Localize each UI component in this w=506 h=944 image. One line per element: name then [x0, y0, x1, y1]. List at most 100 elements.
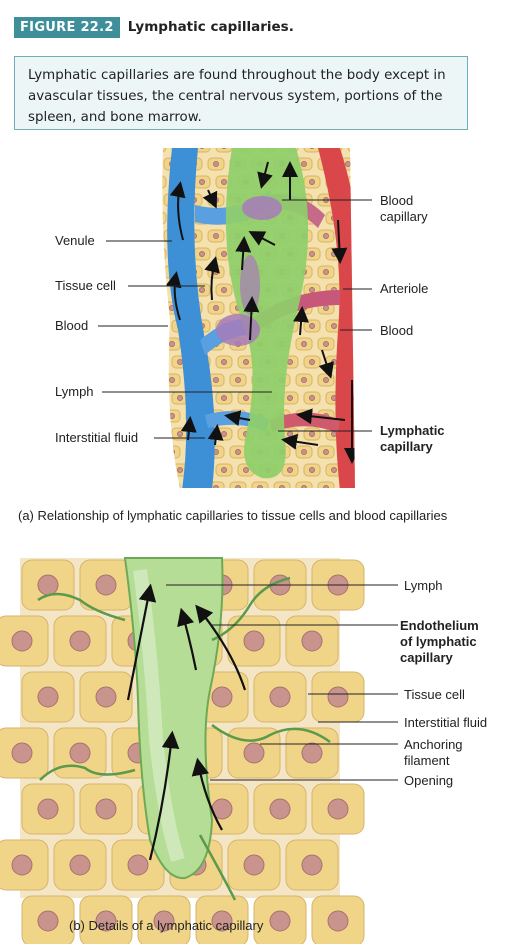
cell-nucleus	[177, 148, 183, 149]
cell-nucleus	[368, 414, 373, 419]
cell-nucleus	[11, 742, 33, 764]
cell-nucleus	[353, 395, 355, 401]
cell-nucleus	[221, 287, 227, 293]
cell-nucleus	[177, 467, 183, 473]
tissue-cell	[142, 338, 158, 350]
cell-nucleus	[148, 234, 153, 239]
cell-nucleus	[309, 323, 315, 329]
cell-nucleus	[213, 233, 219, 239]
cell-nucleus	[211, 910, 233, 932]
cell-nucleus	[323, 485, 329, 488]
tissue-cell	[362, 302, 378, 314]
tissue-cell	[142, 194, 158, 206]
tissue-cell	[162, 355, 167, 369]
cell-nucleus	[353, 431, 355, 437]
cell-nucleus	[331, 323, 337, 329]
cell-nucleus	[148, 486, 153, 491]
label-interstitial-fluid-b: Interstitial fluid	[404, 715, 488, 730]
cell-nucleus	[287, 395, 293, 401]
cell-nucleus	[213, 269, 219, 275]
cell-nucleus	[368, 486, 373, 491]
tissue-cell	[162, 463, 167, 477]
tissue-cell	[362, 446, 378, 458]
cell-nucleus	[323, 305, 329, 311]
cell-nucleus	[199, 287, 205, 293]
label-lymphatic-capillary-line2: capillary	[380, 439, 433, 454]
cell-nucleus	[156, 144, 161, 149]
cell-nucleus	[301, 630, 323, 652]
cell-nucleus	[213, 305, 219, 311]
cell-nucleus	[368, 270, 373, 275]
tissue-cell	[163, 445, 181, 459]
label-endothelium-line2: of lymphatic	[400, 634, 477, 649]
cell-nucleus	[309, 359, 315, 365]
cell-nucleus	[287, 148, 293, 149]
cell-nucleus	[37, 686, 59, 708]
cell-nucleus	[309, 431, 315, 437]
cell-nucleus	[148, 342, 153, 347]
cell-nucleus	[323, 341, 329, 347]
cell-nucleus	[331, 431, 337, 437]
cell-nucleus	[211, 686, 233, 708]
cell-nucleus	[279, 485, 285, 488]
cell-nucleus	[148, 198, 153, 203]
tissue-cell	[362, 230, 378, 242]
cell-nucleus	[235, 449, 241, 455]
cell-nucleus	[95, 574, 117, 596]
cell-nucleus	[199, 179, 205, 185]
cell-nucleus	[368, 306, 373, 311]
cell-nucleus	[199, 148, 205, 149]
tissue-cell	[362, 374, 378, 386]
cell-nucleus	[269, 686, 291, 708]
cell-nucleus	[37, 910, 59, 932]
cell-nucleus	[243, 467, 249, 473]
cell-nucleus	[309, 148, 315, 149]
tissue-cell	[142, 266, 158, 278]
caption-box: Lymphatic capillaries are found througho…	[14, 56, 468, 130]
cell-nucleus	[156, 288, 161, 293]
subcaption-b: (b) Details of a lymphatic capillary	[69, 918, 264, 933]
cell-nucleus	[69, 854, 91, 876]
cell-nucleus	[323, 233, 329, 239]
figure-number: FIGURE 22.2	[14, 16, 120, 38]
tissue-cell	[162, 148, 167, 153]
cell-nucleus	[331, 359, 337, 365]
cell-nucleus	[148, 270, 153, 275]
tissue-cell	[295, 481, 313, 488]
label-anchoring-line1: Anchoring	[404, 737, 463, 752]
cell-nucleus	[368, 450, 373, 455]
venule-vessel	[167, 148, 215, 488]
tissue-cell	[362, 266, 378, 278]
cell-nucleus	[301, 485, 307, 488]
cell-nucleus	[309, 251, 315, 257]
cell-nucleus	[368, 342, 373, 347]
cell-nucleus	[213, 485, 219, 488]
tissue-cell	[142, 446, 158, 458]
label-lymph-a: Lymph	[55, 384, 94, 399]
cell-nucleus	[243, 742, 265, 764]
tissue-cell	[142, 230, 158, 242]
cell-nucleus	[199, 251, 205, 257]
tissue-cell	[142, 158, 158, 170]
cell-nucleus	[309, 287, 315, 293]
cell-nucleus	[235, 485, 241, 488]
label-blood-left: Blood	[55, 318, 89, 333]
cell-nucleus	[353, 359, 355, 365]
cell-nucleus	[353, 179, 355, 185]
tissue-cell	[163, 481, 181, 488]
cell-nucleus	[156, 432, 161, 437]
cell-nucleus	[69, 630, 91, 652]
cell-nucleus	[309, 467, 315, 473]
cell-nucleus	[309, 179, 315, 185]
cell-nucleus	[235, 377, 241, 383]
label-interstitial-fluid-a: Interstitial fluid	[55, 430, 139, 445]
cell-nucleus	[169, 449, 175, 455]
cell-nucleus	[353, 148, 355, 149]
cell-nucleus	[327, 798, 349, 820]
cell-nucleus	[156, 180, 161, 185]
cell-nucleus	[243, 359, 249, 365]
cell-nucleus	[331, 148, 337, 149]
tissue-cell	[162, 175, 167, 189]
cell-nucleus	[169, 341, 175, 347]
